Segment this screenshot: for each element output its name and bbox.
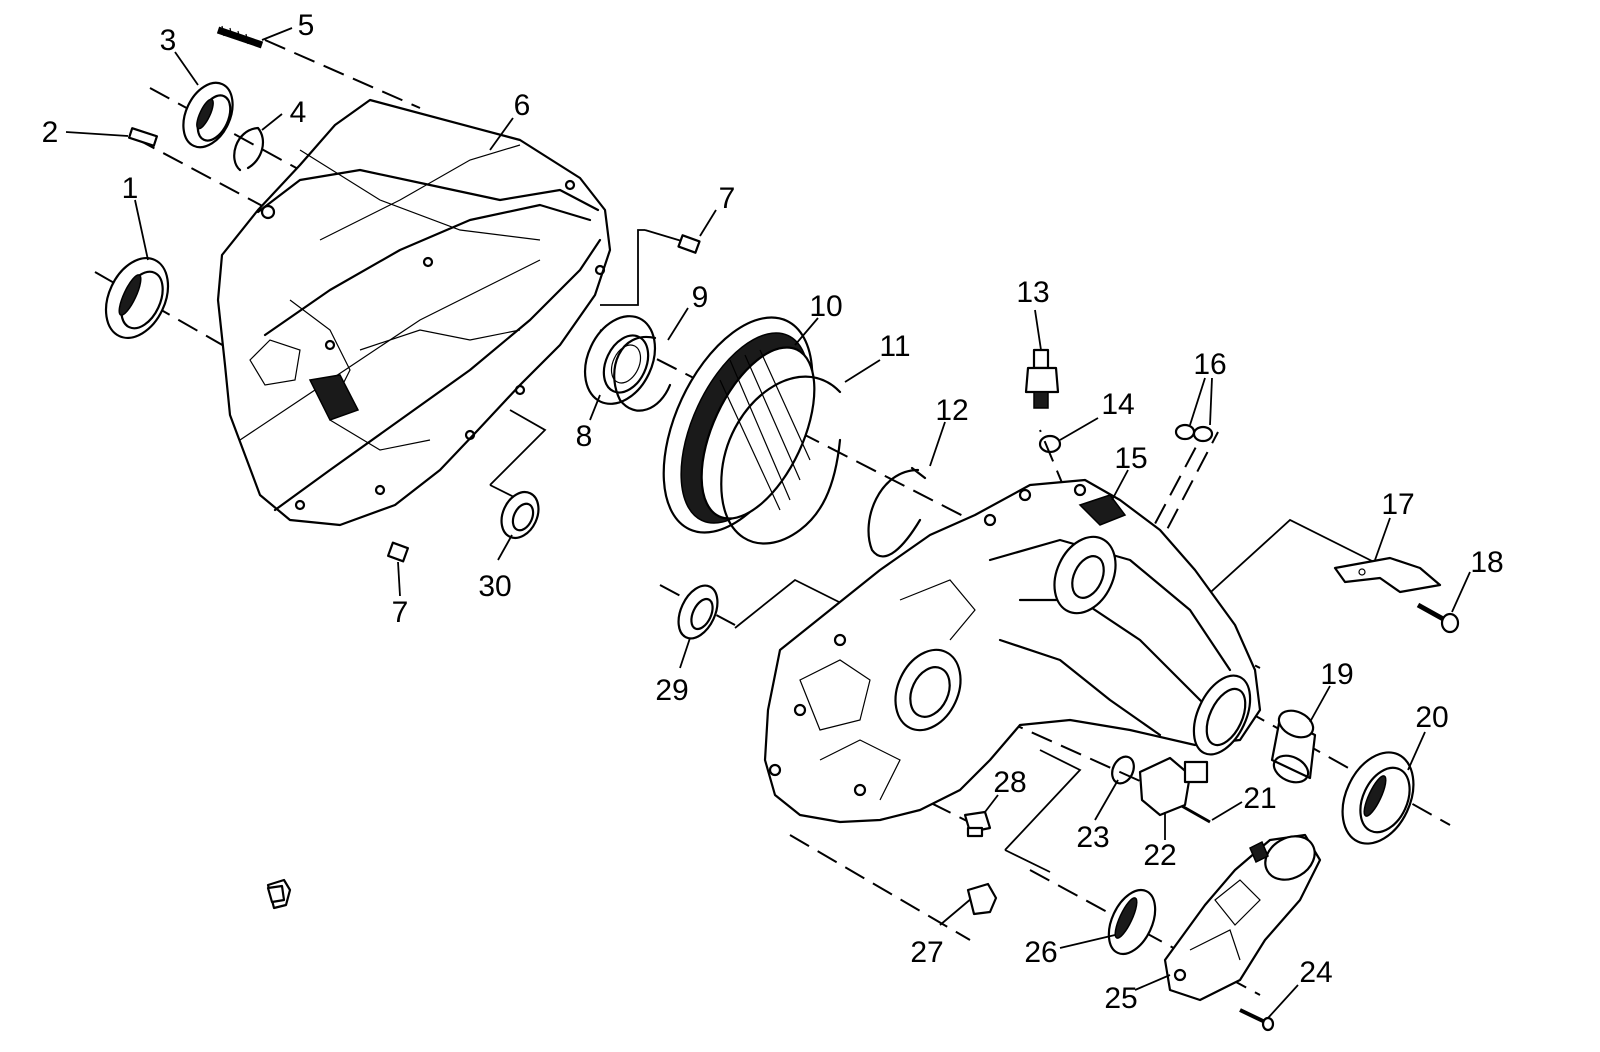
callout-26: 26 (1024, 936, 1057, 969)
part-23-o-ring (1111, 755, 1135, 785)
callout-18: 18 (1470, 546, 1503, 579)
part-11-retaining-ring (720, 375, 842, 545)
callout-16: 16 (1193, 348, 1226, 381)
part-20-seal (1341, 751, 1415, 845)
callout-4: 4 (290, 96, 307, 129)
callout-12: 12 (935, 394, 968, 427)
part-27-plug-body (966, 882, 998, 916)
callout-19: 19 (1320, 658, 1353, 691)
part-28-plug (963, 810, 992, 838)
part-5-stud (216, 25, 264, 49)
callout-27: 27 (910, 936, 943, 969)
callout-7-bottom: 7 (392, 596, 409, 629)
part-10-ring-gear (662, 316, 816, 534)
part-18-bolt (1416, 602, 1460, 634)
callout-21: 21 (1243, 782, 1276, 815)
part-29-bearing (677, 584, 719, 640)
callout-24: 24 (1299, 956, 1332, 989)
callout-2: 2 (42, 116, 59, 149)
part-3-seal (182, 81, 234, 149)
part-27-plug (266, 878, 292, 910)
callout-28: 28 (993, 766, 1026, 799)
part-13-switch (1024, 348, 1060, 409)
part-1-seal (104, 257, 170, 339)
callout-10: 10 (809, 290, 842, 323)
part-14-o-ring (1038, 434, 1062, 454)
part-12-snap-ring (867, 466, 927, 558)
callout-25: 25 (1104, 982, 1137, 1015)
callout-leaders (65, 27, 1471, 1019)
part-16-screws (1174, 423, 1214, 443)
callout-1: 1 (122, 172, 139, 205)
part-22-sensor (1138, 756, 1209, 817)
callout-30: 30 (478, 570, 511, 603)
callout-7-top: 7 (719, 182, 736, 215)
callout-22: 22 (1143, 839, 1176, 872)
part-24-bolt (1239, 1008, 1275, 1032)
part-4-snap-ring (233, 126, 265, 172)
callout-17: 17 (1381, 488, 1414, 521)
callout-5: 5 (298, 9, 315, 42)
front-case-half (216, 98, 612, 527)
part-30-bearing (500, 490, 540, 540)
callout-13: 13 (1016, 276, 1049, 309)
rear-case-half (763, 478, 1262, 824)
part-9-snap-ring (613, 335, 672, 412)
callout-labels: 1 2 3 4 5 6 7 7 8 9 10 11 12 13 14 15 16… (42, 9, 1504, 1015)
part-26-seal (1107, 888, 1157, 956)
callout-23: 23 (1076, 821, 1109, 854)
callout-11: 11 (879, 330, 910, 363)
part-17-bracket (1333, 556, 1442, 594)
part-21-screw (1179, 803, 1211, 824)
callout-15: 15 (1114, 442, 1147, 475)
callout-14: 14 (1101, 388, 1134, 421)
callout-20: 20 (1415, 701, 1448, 734)
part-25-motor (1163, 833, 1322, 1002)
callout-29: 29 (655, 674, 688, 707)
callout-3: 3 (160, 24, 177, 57)
callout-9: 9 (692, 281, 709, 314)
callout-6: 6 (514, 89, 531, 122)
part-19-bushing (1270, 709, 1317, 784)
part-2-dowel (127, 127, 159, 147)
part-7-dowels (386, 234, 701, 563)
callout-8: 8 (576, 420, 593, 453)
